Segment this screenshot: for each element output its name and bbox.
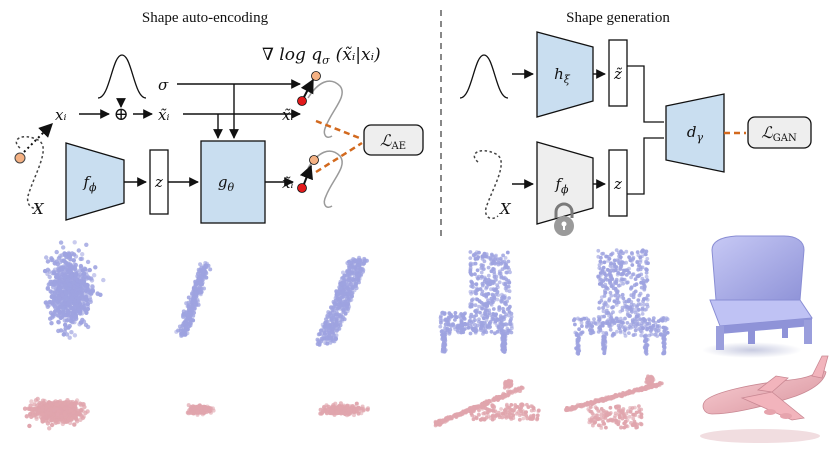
discriminator-trapezoid bbox=[665, 93, 725, 173]
x-tilde-bottom-label: x̃ᵢ bbox=[282, 174, 293, 192]
latent-z-tilde-label: z̃ bbox=[613, 65, 622, 83]
score-function-label: ∇ log qσ(x̃ᵢ|xᵢ) bbox=[262, 45, 381, 67]
lock-icon bbox=[554, 202, 574, 236]
loss-ae-label: ℒAE bbox=[380, 131, 406, 152]
final-airplane-mesh bbox=[700, 355, 829, 443]
chair-cloud-stage-2 bbox=[174, 261, 213, 338]
airplane-cloud-stage-4 bbox=[433, 378, 541, 428]
frozen-encoder-trapezoid bbox=[536, 141, 594, 225]
target-shape-top-icon bbox=[307, 80, 343, 138]
sample-point-icon bbox=[14, 152, 26, 164]
real-shape-icon bbox=[473, 150, 502, 220]
frozen-encoder-label: fϕ bbox=[554, 175, 569, 196]
plus-operator: ⊕ bbox=[113, 104, 128, 125]
score-arrow-bottom bbox=[299, 164, 313, 185]
chair-cloud-stage-5 bbox=[571, 248, 670, 356]
x-i-label: xᵢ bbox=[55, 106, 66, 124]
noisy-point-bottom-icon bbox=[297, 183, 307, 193]
generator-trapezoid bbox=[536, 31, 594, 118]
final-chair-mesh bbox=[702, 235, 813, 358]
loss-gan-box bbox=[747, 116, 812, 149]
latent-z-label: z bbox=[154, 173, 163, 191]
loss-ae-box bbox=[363, 124, 424, 156]
x-tilde-label: x̃ᵢ bbox=[158, 106, 169, 124]
clean-point-bottom-icon bbox=[309, 155, 319, 165]
gaussian-prior-icon bbox=[459, 54, 509, 99]
target-shape-bottom-icon bbox=[307, 150, 343, 208]
loss-gan-label: ℒGAN bbox=[761, 123, 797, 144]
discriminator-label: dγ bbox=[687, 123, 704, 144]
chair-cloud-stage-4 bbox=[438, 250, 514, 354]
latent-z-tilde-box bbox=[608, 39, 628, 107]
real-latent-connector bbox=[627, 137, 664, 195]
real-x-label: X bbox=[499, 200, 512, 218]
fake-latent-connector bbox=[627, 65, 664, 123]
decoder-box bbox=[200, 140, 266, 224]
input-x-label: X bbox=[32, 200, 45, 218]
airplane-cloud-stage-1 bbox=[22, 396, 90, 431]
sigma-label: σ bbox=[158, 76, 169, 94]
sample-arrow bbox=[23, 123, 53, 153]
right-panel-title: Shape generation bbox=[566, 10, 670, 26]
chair-cloud-stage-3 bbox=[315, 255, 369, 347]
generator-label: hξ bbox=[554, 65, 571, 86]
airplane-generation-row bbox=[22, 374, 664, 431]
input-shape-icon bbox=[15, 136, 44, 209]
encoder-label: fϕ bbox=[82, 173, 97, 194]
real-latent-z-label: z bbox=[613, 175, 622, 193]
chair-cloud-stage-1 bbox=[42, 240, 106, 340]
noisy-point-top-icon bbox=[297, 96, 307, 106]
decoder-label: gθ bbox=[218, 173, 235, 194]
airplane-cloud-stage-5 bbox=[563, 374, 664, 430]
loss-ae-dash-top bbox=[315, 119, 363, 141]
left-panel-title: Shape auto-encoding bbox=[142, 10, 269, 26]
airplane-cloud-stage-3 bbox=[318, 401, 370, 418]
clean-point-top-icon bbox=[311, 71, 321, 81]
chair-generation-row bbox=[42, 240, 670, 356]
x-tilde-top-label: x̃ᵢ bbox=[282, 106, 293, 124]
score-arrow-top bbox=[300, 78, 314, 98]
encoder-trapezoid bbox=[65, 142, 125, 221]
airplane-cloud-stage-2 bbox=[185, 403, 216, 417]
real-latent-z-box bbox=[608, 149, 628, 217]
gaussian-noise-icon bbox=[97, 54, 147, 99]
loss-ae-dash-bottom bbox=[315, 141, 363, 174]
